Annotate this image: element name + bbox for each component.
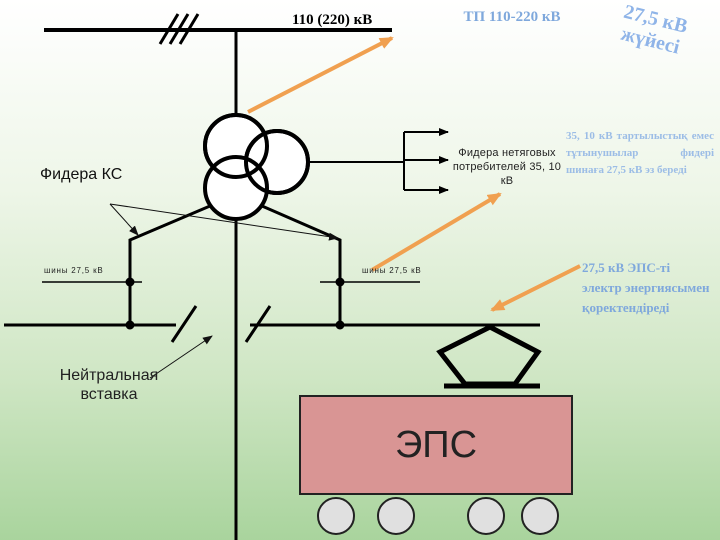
feeder-ks-arrows [109,203,339,241]
traction-windings [128,204,342,325]
neutral-insert-label: Нейтральная вставка [59,367,159,403]
eps-body [299,395,573,495]
tp-label: ТП 110-220 кВ [463,9,561,25]
neutral-insert-pointer [149,335,213,379]
feeders-ks-label: Фидера КС [40,166,123,183]
eps-supply-description: 27,5 кВ ЭПС-ті электр энергиясымен қорек… [582,260,710,315]
three-phase-marks [158,13,200,45]
nontraction-description: 35, 10 кВ тартылыстық емес тұтынушылар ф… [566,130,714,176]
callout-arrows [247,36,581,312]
bus-left-label: шины 27,5 кВ [44,266,104,275]
bus-right-label: шины 27,5 кВ [362,266,422,275]
nontraction-feeder-lines [308,128,449,194]
eps-wheels [317,497,559,535]
nontraction-feeders-label: Фидера нетяговых потребителей 35, 10 кВ [452,147,562,187]
neutral-insert-switches [170,305,272,343]
eps-label: ЭПС [394,424,478,466]
pantograph [436,324,542,389]
voltage-110-220-label: 110 (220) кВ [292,12,373,28]
